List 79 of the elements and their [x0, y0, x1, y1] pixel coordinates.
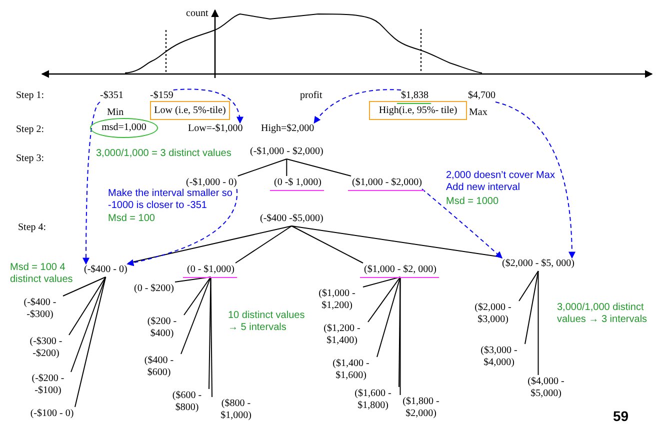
tree-line — [208, 276, 212, 390]
tree-line — [362, 276, 401, 288]
interval-label: ($1,000 - $1,200) — [312, 288, 362, 312]
interval-label: (-$400 - -$300) — [18, 297, 62, 321]
tree-line — [538, 270, 539, 376]
dashed-arrow — [82, 102, 100, 265]
tree-line — [68, 276, 106, 336]
interval-label: ($1,600 - $1,800) — [348, 388, 398, 412]
annotation-text: Make the interval smaller so -1000 is closer to -351 — [108, 188, 234, 212]
annotation-text: 3,000/1,000 distinct values → 3 intervals — [557, 302, 648, 326]
interval-label: High=$2,000 — [261, 123, 314, 135]
tree-line — [291, 226, 364, 264]
interval-label: ($1,800 - $2,000) — [396, 396, 446, 420]
dashed-arrow — [495, 102, 576, 259]
text-label: Step 2: — [16, 124, 44, 136]
interval-label: (-$400 -$5,000) — [260, 213, 324, 225]
interval-label: ($200 - $400) — [141, 316, 183, 340]
interval-label: (0 - $1,000) — [187, 264, 234, 276]
text-label: count — [186, 8, 208, 20]
interval-label: (-$1,000 - 0) — [186, 177, 237, 189]
interval-label: ($3,000 - $4,000) — [474, 345, 524, 369]
interval-label: ($2,000 - $3,000) — [468, 302, 518, 326]
tree-line — [376, 276, 401, 358]
annotation-text: Msd = 100 — [108, 213, 155, 225]
interval-label: Low=-$1,000 — [188, 123, 243, 135]
text-label: Step 1: — [16, 90, 44, 102]
tree-line — [62, 276, 106, 296]
interval-label: ($1,000 - $2, 000) — [364, 264, 436, 276]
tree-line — [235, 226, 292, 264]
text-label: Step 4: — [18, 222, 46, 234]
tree-line — [184, 276, 212, 316]
annotation-text: 59 — [613, 410, 629, 422]
dashed-arrow — [126, 188, 238, 266]
tree-line — [518, 270, 539, 302]
interval-label: -$159 — [150, 90, 174, 102]
interval-label: ($600 - $800) — [166, 390, 208, 414]
interval-label: (-$200 - -$100) — [26, 373, 70, 397]
text-label: Min — [107, 107, 124, 119]
interval-label: (-$300 - -$200) — [24, 336, 68, 360]
interval-label: (0 -$ 1,000) — [274, 177, 322, 189]
interval-label: ($1,400 - $1,600) — [326, 358, 376, 382]
tree-line — [180, 276, 212, 354]
tree-line — [210, 276, 212, 398]
dashed-arrow — [422, 188, 503, 258]
percentile-box: Low (i.e, 5%-tile) — [150, 101, 230, 120]
interval-label: ($1,000 - $2,000) — [352, 177, 422, 189]
annotation-text: 2,000 doesn’t cover Max Add new interval — [446, 170, 556, 194]
tree-line — [74, 276, 106, 408]
annotation-text: Msd = 1000 — [446, 196, 499, 208]
text-label: Step 3: — [16, 153, 44, 165]
annotation-text: 3,000/1,000 = 3 distinct values — [96, 148, 232, 160]
interval-label: $4,700 — [468, 90, 496, 102]
interval-label: (0 - $200) — [134, 283, 174, 295]
dashed-arrow — [172, 88, 244, 124]
tree-line — [70, 276, 106, 372]
interval-label: ($1,200 - $1,400) — [317, 323, 367, 347]
interval-label: ($800 - $1,000) — [213, 398, 259, 422]
interval-label: ($2,000 - $5, 000) — [502, 258, 574, 270]
interval-label: ($400 - $600) — [138, 355, 180, 379]
interval-label: (-$1,000 - $2,000) — [250, 146, 324, 158]
interval-label: -$351 — [100, 90, 124, 102]
tree-line — [237, 158, 288, 176]
dashed-arrow — [314, 89, 402, 124]
interval-label: (-$100 - 0) — [30, 408, 74, 420]
tree-line — [368, 276, 401, 322]
msd-ellipse: msd=1,000 — [90, 118, 158, 138]
tree-line — [400, 276, 401, 396]
annotation-text: 10 distinct values → 5 intervals — [228, 310, 306, 334]
tree-line — [524, 270, 539, 344]
interval-label: ($4,000 - $5,000) — [521, 376, 571, 400]
interval-label: (-$400 - 0) — [84, 264, 128, 276]
tree-line — [398, 276, 401, 388]
percentile-box: High(i.e, 95%- tile) — [369, 101, 467, 120]
tree-line — [174, 276, 212, 282]
interval-label: $1,838 — [401, 90, 428, 102]
text-label: Max — [469, 107, 488, 119]
tree-line — [286, 158, 352, 176]
text-label: profit — [300, 90, 322, 102]
tree-line — [286, 158, 288, 176]
